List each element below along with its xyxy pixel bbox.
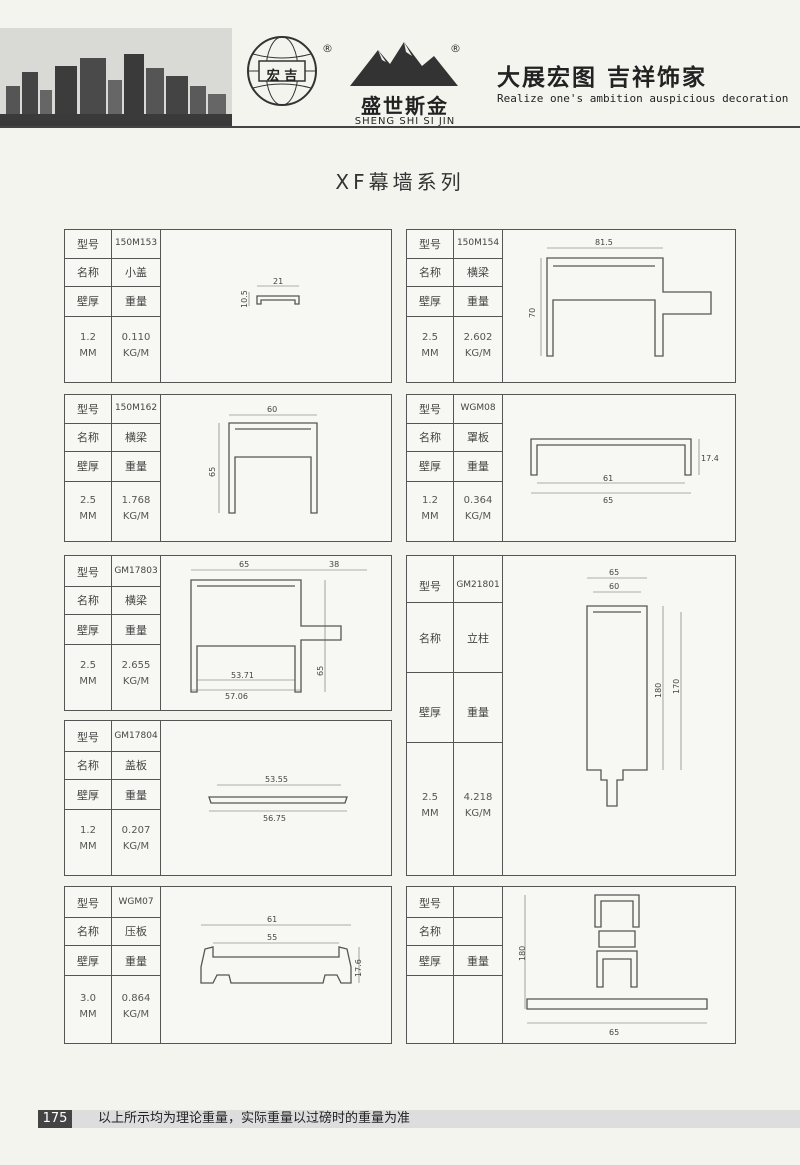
svg-text:55: 55 <box>267 933 277 942</box>
profile-drawing-GM21801: 65 60 180 170 <box>586 568 682 807</box>
profile-drawing-WGM07: 61 55 17.6 <box>200 915 363 984</box>
page-header: 宏 吉 ® ® 盛世斯金 SHENG SHI SI JIN 大展宏图 吉祥饰家 … <box>0 28 800 128</box>
svg-text:53.55: 53.55 <box>265 775 288 784</box>
svg-text:65: 65 <box>609 568 619 577</box>
city-skyline-image <box>0 28 232 126</box>
page-title: XF幕墙系列 <box>335 170 465 194</box>
profile-drawing-WGM08: 17.4 61 65 <box>530 438 719 505</box>
svg-text:65: 65 <box>208 467 217 477</box>
page-number: 175 <box>38 1110 72 1128</box>
dim-height: 10.5 <box>240 290 249 308</box>
svg-text:61: 61 <box>267 915 277 924</box>
svg-text:70: 70 <box>528 308 537 318</box>
svg-text:65: 65 <box>609 1028 619 1037</box>
registered-mark-2: ® <box>450 42 461 55</box>
svg-text:65: 65 <box>316 666 325 676</box>
label-thickness: 壁厚 <box>65 293 112 309</box>
profile-drawing-150M162: 60 65 <box>208 405 318 514</box>
mountain-logo-icon <box>350 42 458 86</box>
svg-text:17.6: 17.6 <box>354 959 363 977</box>
svg-text:38: 38 <box>329 560 339 569</box>
svg-text:180: 180 <box>654 683 663 698</box>
brand-name-cn: 盛世斯金 <box>361 94 449 118</box>
profile-drawing-GM17803: 65 38 65 53.71 57.06 <box>190 560 367 701</box>
footer-bar <box>38 1110 800 1128</box>
svg-text:53.71: 53.71 <box>231 671 254 680</box>
registered-mark: ® <box>322 42 333 55</box>
globe-logo-text: 宏 吉 <box>266 69 298 84</box>
name-value: 小盖 <box>112 264 161 280</box>
label-name: 名称 <box>65 264 112 280</box>
model-value: 150M153 <box>112 238 161 248</box>
svg-text:17.4: 17.4 <box>701 454 719 463</box>
svg-text:56.75: 56.75 <box>263 814 286 823</box>
label-model: 型号 <box>65 236 112 252</box>
brand-name-en: SHENG SHI SI JIN <box>354 116 456 127</box>
svg-text:65: 65 <box>239 560 249 569</box>
label-weight: 重量 <box>112 293 161 309</box>
profile-drawing-assembly: 180 65 <box>518 894 708 1037</box>
globe-logo-icon <box>247 36 317 106</box>
profile-drawing-GM17804: 53.55 56.75 <box>208 775 348 823</box>
svg-text:170: 170 <box>672 679 681 694</box>
profile-drawing-150M153: 21 10.5 <box>240 277 300 308</box>
profile-drawing-150M154: 81.5 70 <box>528 238 712 357</box>
svg-text:65: 65 <box>603 496 613 505</box>
svg-text:60: 60 <box>609 582 619 591</box>
header-divider <box>0 126 800 128</box>
slogan-cn: 大展宏图 吉祥饰家 <box>497 65 708 91</box>
product-card-unnamed: 型号 名称 壁厚 重量 180 65 <box>406 886 736 1044</box>
svg-text:57.06: 57.06 <box>225 692 248 701</box>
slogan-en: Realize one's ambition auspicious decora… <box>497 92 789 105</box>
dim-width: 21 <box>273 277 283 286</box>
svg-text:60: 60 <box>267 405 277 414</box>
svg-text:180: 180 <box>518 946 527 961</box>
svg-text:61: 61 <box>603 474 613 483</box>
footer-note: 以上所示均为理论重量，实际重量以过磅时的重量为准 <box>98 1111 411 1126</box>
svg-text:81.5: 81.5 <box>595 238 613 247</box>
